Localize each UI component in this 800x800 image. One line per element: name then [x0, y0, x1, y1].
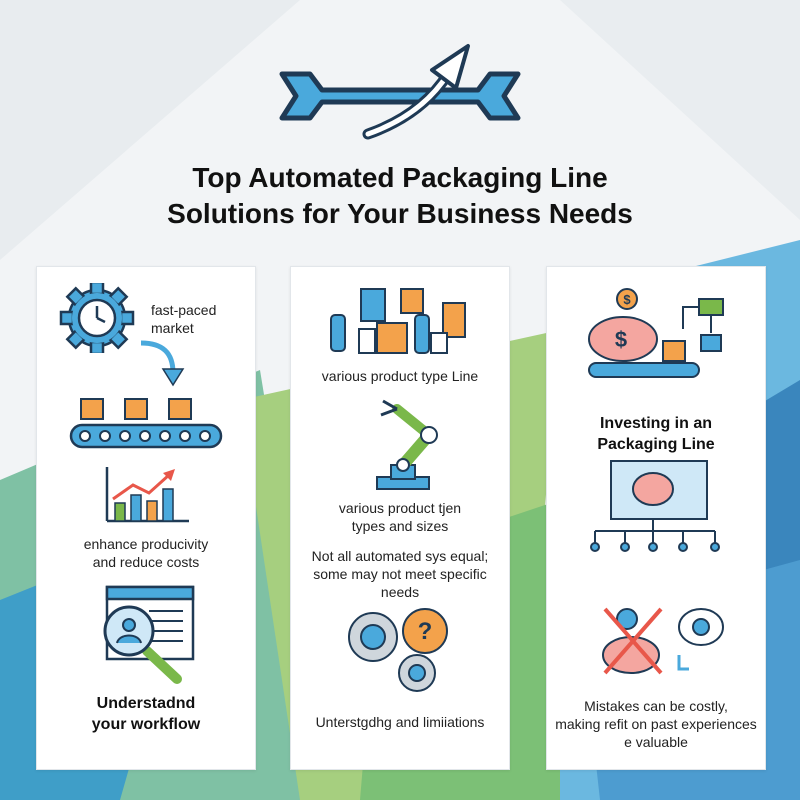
caption-mistakes: Mistakes can be costly, making refit on … — [555, 698, 757, 750]
caption-workflow: Understadnd your workflow — [91, 695, 201, 733]
panel-workflow: fast-paced market enhance producivity an… — [36, 266, 256, 770]
panel-product-types: various product type Line various produc… — [290, 266, 510, 770]
broken-piggy-icon — [602, 607, 724, 675]
bar-chart-icon — [105, 467, 189, 523]
svg-text:?: ? — [418, 618, 433, 645]
curved-arrow-icon — [140, 340, 185, 387]
gear-clock-icon — [59, 283, 135, 353]
caption-fast-paced: fast-paced market — [151, 302, 217, 336]
caption-product-type-line: various product type Line — [321, 368, 479, 384]
conveyor-belt-icon — [69, 398, 223, 449]
title-line-2: Solutions for Your Business Needs — [167, 198, 633, 229]
caption-product-sizes: various product tjen types and sizes — [338, 500, 462, 534]
svg-text:$: $ — [615, 327, 627, 352]
product-containers-icon — [330, 288, 466, 354]
robot-arm-icon — [376, 399, 438, 490]
caption-limitations: Unterstgdhg and limiiations — [315, 714, 485, 730]
panel-investing: $ $ Investing in an Packaging Line — [546, 266, 766, 770]
document-magnifier-icon — [103, 585, 195, 684]
brain-flowchart-icon — [590, 460, 720, 552]
gears-question-icon: ? — [348, 608, 448, 692]
piggy-conveyor-icon: $ $ — [588, 288, 724, 378]
wrench-arrow-icon — [279, 44, 521, 140]
page-title: Top Automated Packaging Line Solutions f… — [100, 160, 700, 232]
caption-not-all-equal: Not all automated sys equal; some may no… — [311, 548, 489, 600]
svg-text:$: $ — [623, 292, 631, 307]
caption-investing: Investing in an Packaging Line — [597, 415, 715, 453]
caption-productivity: enhance producivity and reduce costs — [83, 536, 209, 570]
title-line-1: Top Automated Packaging Line — [192, 162, 608, 193]
